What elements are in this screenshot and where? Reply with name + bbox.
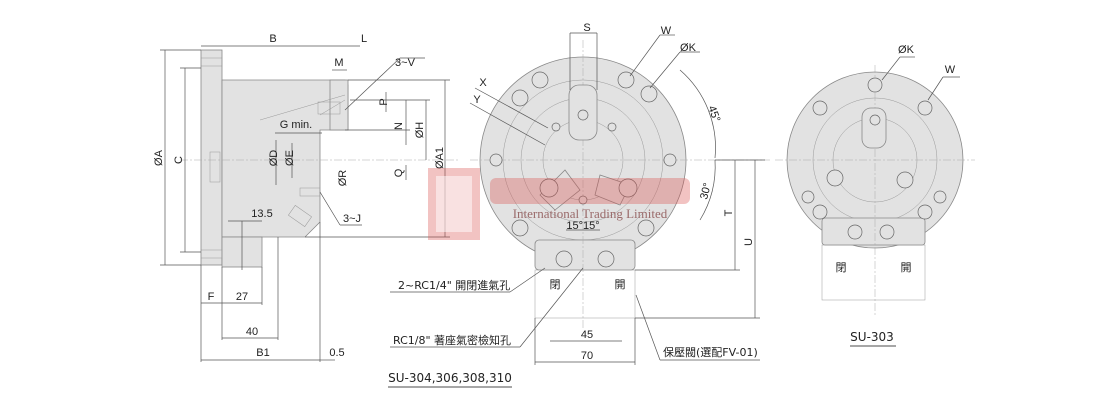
jaw (329, 79, 349, 131)
dim-R: ØR (337, 170, 349, 187)
dim-45: 45 (581, 329, 593, 341)
label-close: 閉 (836, 261, 847, 274)
dim-G: G min. (280, 119, 312, 131)
dim-M: M (334, 57, 343, 69)
dim-Q: Q (393, 168, 405, 177)
callout-W: W (945, 64, 956, 76)
port-block (821, 217, 926, 246)
callout-valve: 保壓閥(選配FV-01) (663, 345, 758, 359)
callout-K: ØK (680, 42, 697, 54)
label-close: 閉 (550, 278, 561, 291)
callout-K: ØK (898, 44, 915, 56)
dim-P: P (378, 98, 390, 105)
dim-T: T (723, 209, 735, 216)
dim-70: 70 (581, 350, 593, 362)
dim-N: N (393, 122, 405, 130)
dim-A: ØA (153, 149, 165, 166)
dim-40: 40 (246, 326, 258, 338)
dim-L: L (361, 33, 367, 45)
dim-B1: B1 (256, 347, 269, 359)
watermark-logo: International Trading Limited (428, 168, 690, 240)
dim-C: C (173, 156, 185, 164)
caption-su-304: SU-304,306,308,310 (388, 371, 512, 385)
caption-su-303: SU-303 (850, 330, 894, 344)
side-view: B L M 3~V P N ØH ØA1 Q G min. ØD ØE ØR Ø… (153, 33, 460, 362)
dim-H: ØH (414, 122, 426, 139)
dim-S: S (583, 22, 590, 34)
small-view: ØK W 閉 開 SU-303 (775, 44, 975, 347)
front-view: S W ØK X Y 45° 30° T U 15°15° 閉 開 45 70 … (388, 22, 770, 388)
callout-W: W (661, 25, 672, 37)
callout-X: X (479, 77, 487, 89)
dim-F: F (208, 291, 215, 303)
callout-3V: 3~V (395, 57, 416, 69)
callout-air-port: 2~RC1/4" 開閉進氣孔 (398, 278, 510, 292)
angle-45: 45° (705, 104, 722, 124)
dim-A1: ØA1 (434, 147, 446, 169)
dim-0-5: 0.5 (329, 347, 344, 359)
dim-B: B (269, 33, 276, 45)
angle-15-15: 15°15° (566, 220, 599, 232)
dim-27: 27 (236, 291, 248, 303)
dim-D: ØD (268, 150, 280, 167)
callout-3J: 3~J (343, 213, 361, 225)
callout-seat-port: RC1/8" 著座氣密檢知孔 (393, 333, 511, 347)
dim-U: U (743, 238, 755, 246)
flange (200, 49, 223, 266)
label-open: 開 (901, 261, 912, 274)
callout-Y: Y (473, 94, 481, 106)
angle-30: 30° (698, 182, 714, 201)
label-open: 開 (615, 278, 626, 291)
dim-E: ØE (284, 150, 296, 166)
watermark-subtitle: International Trading Limited (513, 206, 668, 221)
bolt-holes (489, 71, 677, 268)
port-block (534, 239, 636, 271)
dim-13-5: 13.5 (251, 208, 272, 220)
